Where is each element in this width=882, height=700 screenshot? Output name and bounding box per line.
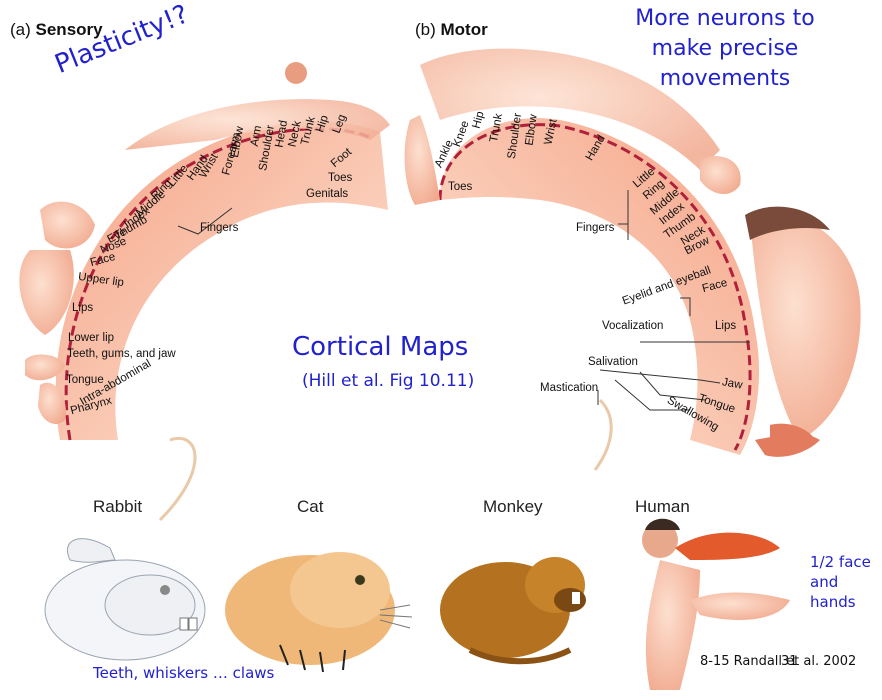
motor-note-line-1: More neurons to xyxy=(600,4,850,34)
motor-note-line-3: movements xyxy=(600,64,850,94)
motor-label-mastication: Mastication xyxy=(540,382,598,394)
sensory-label-lower-lip: Lower lip xyxy=(68,332,114,344)
motor-panel-title: (b) Motor xyxy=(415,20,488,40)
sensory-label-tongue: Tongue xyxy=(66,374,104,386)
human-note-line-1: 1/2 face xyxy=(810,552,880,572)
cat-illustration xyxy=(225,552,412,672)
animal-label-cat: Cat xyxy=(297,497,323,517)
teeth-whiskers-note: Teeth, whiskers … claws xyxy=(93,664,274,682)
sensory-label-fingers: Fingers xyxy=(200,222,238,234)
sensory-label-teeth-gums-jaw: Teeth, gums, and jaw xyxy=(67,348,176,360)
monkey-illustration xyxy=(440,557,586,661)
motor-cortex-band xyxy=(405,49,861,470)
motor-prefix: (b) xyxy=(415,20,436,39)
rabbit-illustration xyxy=(45,539,205,660)
animal-label-human: Human xyxy=(635,497,690,517)
motor-precision-note: More neurons to make precise movements xyxy=(600,4,850,94)
human-note-line-2: and xyxy=(810,572,880,592)
motor-label-salivation: Salivation xyxy=(588,356,638,368)
sensory-label-lips: Lips xyxy=(72,302,93,314)
animal-label-rabbit: Rabbit xyxy=(93,497,142,517)
motor-note-line-2: make precise xyxy=(600,34,850,64)
motor-title: Motor xyxy=(441,20,488,39)
animal-label-monkey: Monkey xyxy=(483,497,543,517)
sensory-label-toes: Toes xyxy=(328,172,352,184)
page-number: 31 xyxy=(781,654,798,669)
sensory-prefix: (a) xyxy=(10,20,31,39)
human-note-line-3: hands xyxy=(810,592,880,612)
human-note: 1/2 face and hands xyxy=(810,552,880,612)
cortical-maps-title: Cortical Maps xyxy=(292,332,468,362)
credit-text: 8-15 Randall et al. 2002 xyxy=(700,654,856,669)
sensory-label-genitals: Genitals xyxy=(306,188,348,200)
cortical-maps-subtitle: (Hill et al. Fig 10.11) xyxy=(302,371,474,391)
motor-label-toes: Toes xyxy=(448,181,472,193)
motor-label-vocalization: Vocalization xyxy=(602,320,663,332)
motor-label-lips: Lips xyxy=(715,320,736,332)
motor-label-fingers: Fingers xyxy=(576,222,614,234)
